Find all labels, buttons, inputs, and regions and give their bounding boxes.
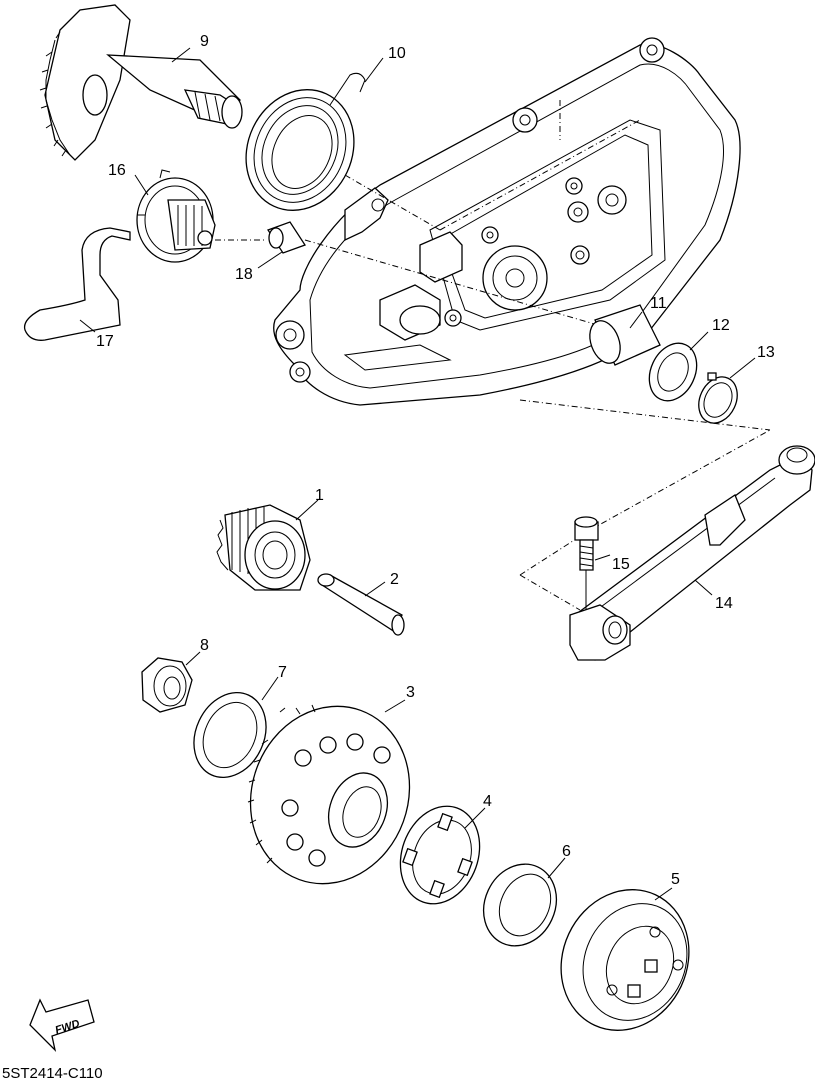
label-1: 1 xyxy=(315,487,324,504)
label-17: 17 xyxy=(96,333,114,350)
label-7: 7 xyxy=(278,664,287,681)
label-9: 9 xyxy=(200,33,209,50)
label-15: 15 xyxy=(612,556,630,573)
label-16: 16 xyxy=(108,162,126,179)
part-2-shaft xyxy=(317,573,405,636)
part-number-labels: 9 10 16 17 18 11 12 13 15 14 1 2 8 7 3 4… xyxy=(96,33,775,888)
leader-lines xyxy=(79,47,756,901)
label-4: 4 xyxy=(483,793,492,810)
drawing-code: 5ST2414-C110 xyxy=(2,1065,103,1082)
part-3-wheel-gear xyxy=(247,704,411,885)
label-2: 2 xyxy=(390,571,399,588)
label-10: 10 xyxy=(388,45,406,62)
part-5-clutch-housing xyxy=(560,889,690,1031)
part-1-idler-gear xyxy=(216,504,311,591)
part-10-torsion-spring xyxy=(245,72,366,211)
part-15-bolt xyxy=(574,516,599,610)
part-8-nut xyxy=(141,657,193,713)
part-11-bushing xyxy=(589,304,661,366)
assembly-lines xyxy=(215,100,771,611)
label-8: 8 xyxy=(200,637,209,654)
part-18-dowel xyxy=(267,221,306,254)
part-7-washer xyxy=(193,691,267,779)
label-5: 5 xyxy=(671,871,680,888)
part-4-one-way-clutch xyxy=(399,805,481,905)
part-17-clip xyxy=(23,227,131,341)
label-13: 13 xyxy=(757,344,775,361)
part-14-kick-crank xyxy=(569,445,815,661)
label-14: 14 xyxy=(715,595,733,612)
label-12: 12 xyxy=(712,317,730,334)
part-12-washer xyxy=(648,342,698,402)
label-18: 18 xyxy=(235,266,253,283)
label-6: 6 xyxy=(562,843,571,860)
part-13-circlip xyxy=(698,372,738,424)
label-3: 3 xyxy=(406,684,415,701)
part-16-ratchet xyxy=(136,169,216,263)
part-9-kick-shaft xyxy=(39,4,243,161)
part-6-collar xyxy=(483,863,557,947)
fwd-arrow-icon: FWD xyxy=(29,998,95,1053)
label-11: 11 xyxy=(650,295,667,312)
